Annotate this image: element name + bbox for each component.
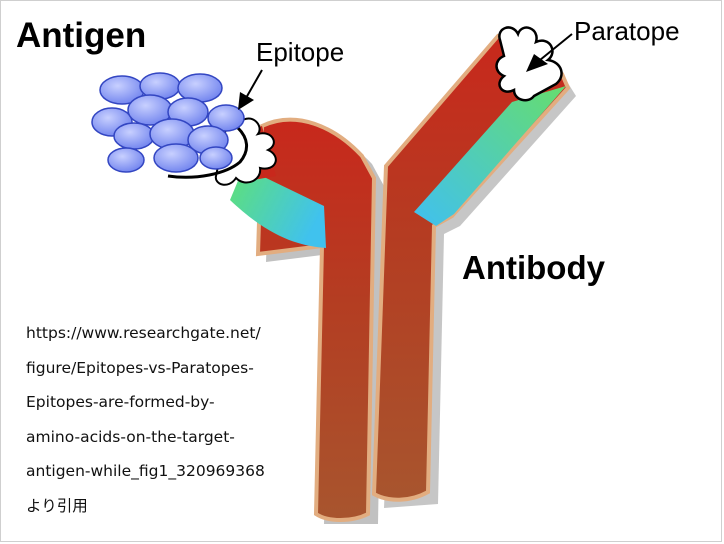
epitope-label: Epitope <box>256 37 345 67</box>
right-chain <box>371 33 576 508</box>
left-variable-region <box>230 176 326 248</box>
paratope-label: Paratope <box>574 16 680 46</box>
citation-line: Epitopes-are-formed-by- <box>26 393 215 411</box>
antigen-label: Antigen <box>16 16 147 55</box>
paratope-arrow <box>526 33 573 72</box>
source-citation: https://www.researchgate.net/ figure/Epi… <box>26 316 265 523</box>
citation-line: より引用 <box>26 496 88 515</box>
antibody-label: Antibody <box>462 249 605 286</box>
citation-line: https://www.researchgate.net/ <box>26 324 261 342</box>
citation-line: figure/Epitopes-vs-Paratopes- <box>26 358 254 377</box>
right-variable-region <box>414 86 566 226</box>
epitope-arrow <box>238 69 263 110</box>
right-paratope-site <box>495 26 563 102</box>
citation-line: amino-acids-on-the-target- <box>26 427 235 446</box>
antigen-cluster <box>91 72 248 179</box>
citation-line: antigen-while_fig1_320969368 <box>26 462 265 480</box>
